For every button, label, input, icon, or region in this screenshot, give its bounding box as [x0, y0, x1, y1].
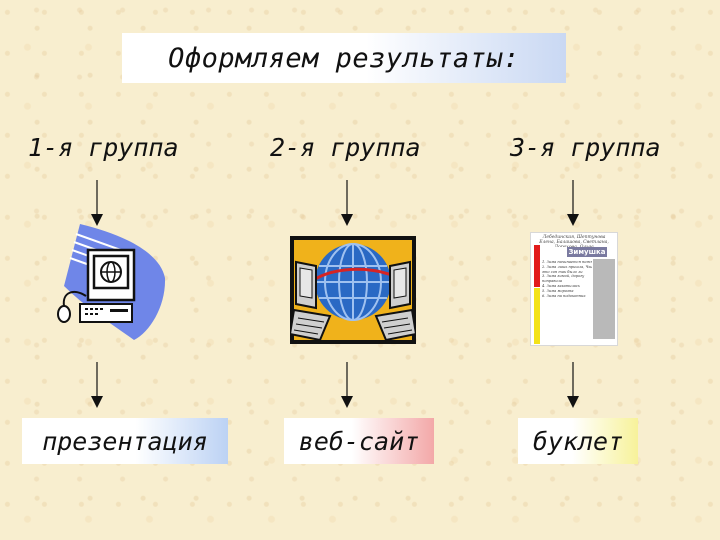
group-1-heading: 1-я группа	[28, 133, 179, 162]
arrow-down-icon	[340, 180, 354, 226]
group-3-heading: 3-я группа	[510, 133, 661, 162]
globe-network-icon	[288, 236, 418, 348]
booklet-line: 5. Зима морозна	[542, 288, 574, 293]
result-booklet: буклет	[518, 418, 638, 464]
booklet-line: это сон так было ли	[542, 269, 583, 274]
booklet-yellow-bar	[534, 288, 540, 344]
arrow-down-icon	[340, 362, 354, 408]
booklet-red-bar	[534, 245, 540, 287]
booklet-grey-box	[593, 259, 615, 339]
booklet-line: 1. Зима начинается нежная	[542, 260, 592, 264]
arrow-down-icon	[566, 180, 580, 226]
booklet-label: Зимушка	[567, 247, 607, 257]
result-website: веб-сайт	[284, 418, 434, 464]
booklet-line: 3. Зима зимой, дорогу	[542, 274, 585, 279]
arrow-down-icon	[90, 180, 104, 226]
booklet-line: поправила	[542, 279, 563, 284]
page-title: Оформляем результаты:	[168, 42, 520, 74]
booklet-icon: Лебединская, Шептунова Елена, Балашова, …	[530, 232, 618, 346]
group-2-heading: 2-я группа	[270, 133, 421, 162]
result-presentation: презентация	[22, 418, 228, 464]
booklet-line: 4. Зима закатилась	[542, 283, 580, 288]
booklet-line: 2. Зима лишь пришла, Чьи бы	[542, 264, 592, 269]
computer-icon	[52, 214, 168, 348]
title-box: Оформляем результаты:	[122, 33, 566, 83]
arrow-down-icon	[90, 362, 104, 408]
booklet-header: Лебединская, Шептунова Елена, Балашова, …	[539, 235, 609, 247]
arrow-down-icon	[566, 362, 580, 408]
booklet-line: 6. Зима на подоконник	[542, 293, 586, 298]
booklet-text-lines: 1. Зима начинается нежная 2. Зима лишь п…	[542, 260, 592, 298]
